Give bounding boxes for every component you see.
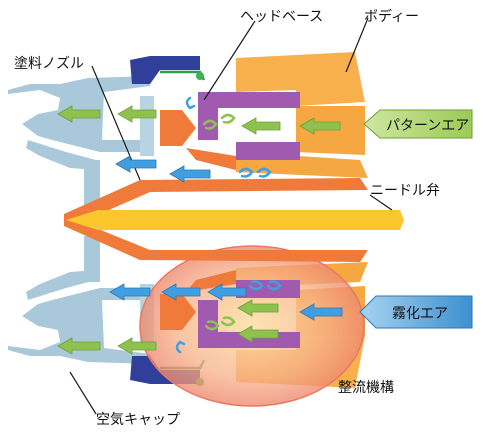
arrow-left-icon xyxy=(237,325,279,343)
paint-nozzle-part xyxy=(64,110,368,330)
arrow-left-icon xyxy=(109,283,151,301)
curved-arrow-icon xyxy=(204,320,220,331)
atomizing-air-callout-arrow xyxy=(359,295,473,329)
air-cap-part xyxy=(8,76,154,364)
curved-arrow-icon xyxy=(185,96,196,110)
arrow-left-icon xyxy=(117,337,157,355)
pattern-air-callout-arrow xyxy=(363,109,473,139)
pattern-air-arrows xyxy=(57,105,341,355)
arrow-left-icon xyxy=(57,337,101,355)
label-paint-nozzle: 塗料ノズル xyxy=(14,55,84,72)
label-atomizing-air: 霧化エア xyxy=(392,306,448,322)
arrow-left-icon xyxy=(161,283,201,301)
arrow-left-icon xyxy=(237,299,279,317)
seal-dot-top xyxy=(196,72,204,80)
needle-valve-part xyxy=(66,210,404,230)
curved-arrow-icon xyxy=(202,119,218,130)
curved-arrow-icon xyxy=(248,280,264,291)
arrow-left-icon xyxy=(115,155,157,173)
arrow-left-icon xyxy=(299,117,341,135)
curved-arrow-icon xyxy=(220,113,236,124)
label-flow-straightener: 整流機構 xyxy=(338,380,394,396)
arrow-left-icon xyxy=(57,105,101,123)
arrow-left-icon xyxy=(117,105,157,123)
label-needle-valve: ニードル弁 xyxy=(370,183,440,199)
label-air-cap: 空気キャップ xyxy=(96,412,180,428)
curved-arrow-icon xyxy=(238,167,254,178)
arrow-left-icon xyxy=(299,303,343,321)
arrow-left-icon xyxy=(207,283,247,301)
label-body: ボディー xyxy=(364,8,419,25)
label-head-base: ヘッドベース xyxy=(240,9,323,25)
label-pattern-air: パターンエア xyxy=(386,118,469,134)
arrow-left-icon xyxy=(241,117,281,135)
atomizing-air-arrows xyxy=(109,155,343,321)
curved-arrow-icon xyxy=(266,280,282,291)
swirl-arrows xyxy=(175,96,282,354)
curved-arrow-icon xyxy=(220,316,236,327)
arrow-left-icon xyxy=(169,165,211,183)
curved-arrow-icon xyxy=(256,167,272,178)
curved-arrow-icon xyxy=(175,340,186,354)
